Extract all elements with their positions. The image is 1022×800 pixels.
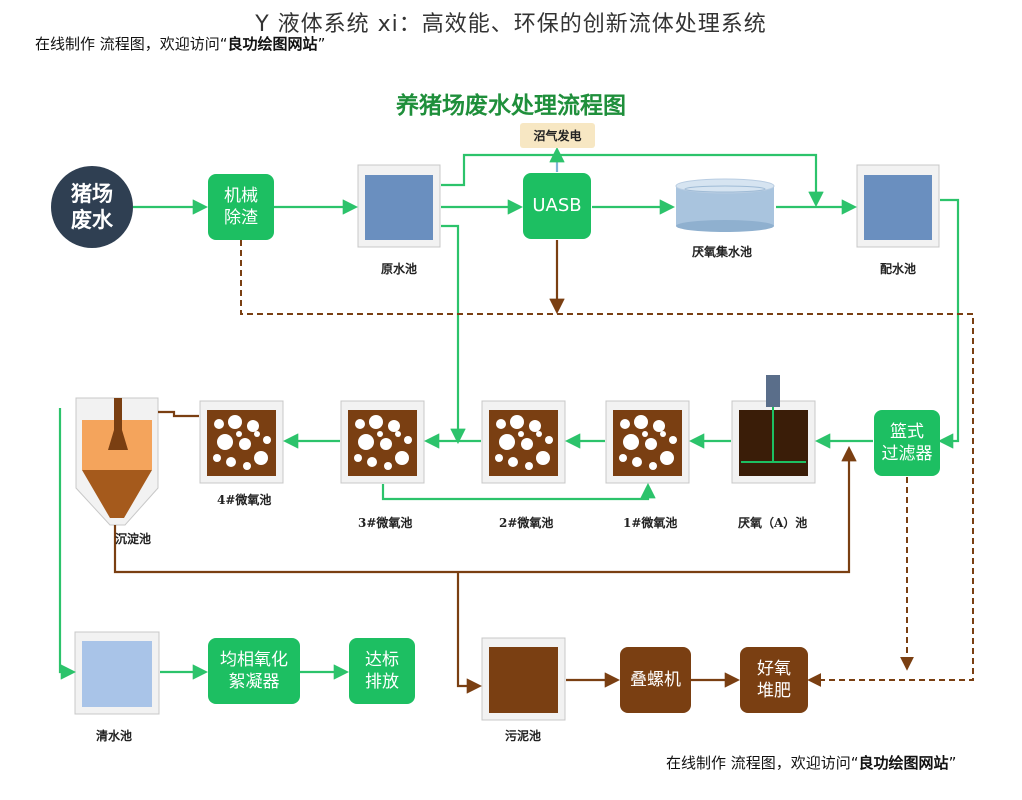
sludge-tank-graphic <box>481 637 566 721</box>
bubble <box>263 436 271 444</box>
micro2-label: 2#微氧池 <box>499 516 554 530</box>
basket-filter-node[interactable]: 篮式 过滤器 <box>874 410 940 476</box>
diagram-title: 养猪场废水处理流程图 <box>396 93 626 119</box>
bubble <box>254 431 260 437</box>
bubble <box>369 415 383 429</box>
bubble <box>367 457 377 467</box>
bubble <box>645 438 657 450</box>
uasb-node[interactable]: UASB <box>523 173 591 239</box>
bubble <box>496 419 506 429</box>
micro3-label: 3#微氧池 <box>358 516 413 530</box>
bubble <box>510 415 524 429</box>
bubble <box>254 451 268 465</box>
bubble <box>243 462 251 470</box>
sludge-tank-label: 污泥池 <box>505 729 542 743</box>
bubble <box>620 419 630 429</box>
mix-tank-graphic <box>856 164 940 248</box>
bubble <box>495 454 503 462</box>
page-title: Y 液体系统 xi：高效能、环保的创新流体处理系统 <box>255 12 767 37</box>
anaerobic-collect-label: 厌氧集水池 <box>692 245 753 259</box>
bubble <box>499 434 515 450</box>
green-flows <box>58 146 960 680</box>
bubble <box>217 434 233 450</box>
bubble <box>384 462 392 470</box>
bubble <box>388 420 400 432</box>
anoxic-label: 厌氧（A）池 <box>738 516 808 530</box>
bubble <box>623 434 639 450</box>
watermark-bottom: 在线制作 流程图，欢迎访问“良功绘图网站” <box>666 754 957 772</box>
bubble <box>380 438 392 450</box>
bubble <box>404 436 412 444</box>
bubble <box>529 420 541 432</box>
bubble <box>518 431 524 437</box>
anoxic-graphic <box>731 375 816 484</box>
bubble <box>669 436 677 444</box>
flocculator-node[interactable]: 均相氧化 絮凝器 <box>208 638 300 704</box>
clear-tank-label: 清水池 <box>96 729 133 743</box>
bubble <box>642 431 648 437</box>
dashed-sludge-flows <box>240 240 974 687</box>
brown-flows <box>113 240 857 694</box>
micro1-label: 1#微氧池 <box>623 516 678 530</box>
bubble <box>649 462 657 470</box>
bubble <box>228 415 242 429</box>
compost-node[interactable]: 好氧 堆肥 <box>740 647 808 713</box>
raw-tank-graphic <box>357 164 441 248</box>
bubble <box>508 457 518 467</box>
bubble <box>239 438 251 450</box>
clear-tank-graphic <box>74 631 160 715</box>
bubble <box>634 415 648 429</box>
screw-press-node[interactable]: 叠螺机 <box>620 647 691 713</box>
bubble <box>536 431 542 437</box>
settler-label: 沉淀池 <box>115 532 152 546</box>
bubble <box>521 438 533 450</box>
biogas-node[interactable]: 沼气发电 <box>520 123 595 148</box>
bubble <box>536 451 550 465</box>
bubble <box>226 457 236 467</box>
bubble <box>525 462 533 470</box>
discharge-node[interactable]: 达标 排放 <box>349 638 415 704</box>
anaerobic-collect-graphic <box>675 178 775 232</box>
watermark-top: 在线制作 流程图，欢迎访问“良功绘图网站” <box>35 35 326 53</box>
screen-node[interactable]: 机械 除渣 <box>208 174 274 240</box>
settler-graphic <box>75 397 159 526</box>
bubble <box>247 420 259 432</box>
mix-tank-label: 配水池 <box>880 262 917 276</box>
bubble <box>653 420 665 432</box>
bubble <box>377 431 383 437</box>
raw-tank-label: 原水池 <box>381 262 418 276</box>
bubble <box>354 454 362 462</box>
source-node[interactable]: 猪场 废水 <box>51 166 133 248</box>
bubble <box>660 431 666 437</box>
bubble <box>619 454 627 462</box>
bubble <box>395 431 401 437</box>
bubble <box>545 436 553 444</box>
bubble <box>236 431 242 437</box>
bubble <box>355 419 365 429</box>
bubble <box>358 434 374 450</box>
aeration-bubbles <box>213 415 677 470</box>
bubble <box>632 457 642 467</box>
micro4-label: 4#微氧池 <box>217 493 272 507</box>
bubble <box>395 451 409 465</box>
bubble <box>660 451 674 465</box>
bubble <box>213 454 221 462</box>
bubble <box>214 419 224 429</box>
